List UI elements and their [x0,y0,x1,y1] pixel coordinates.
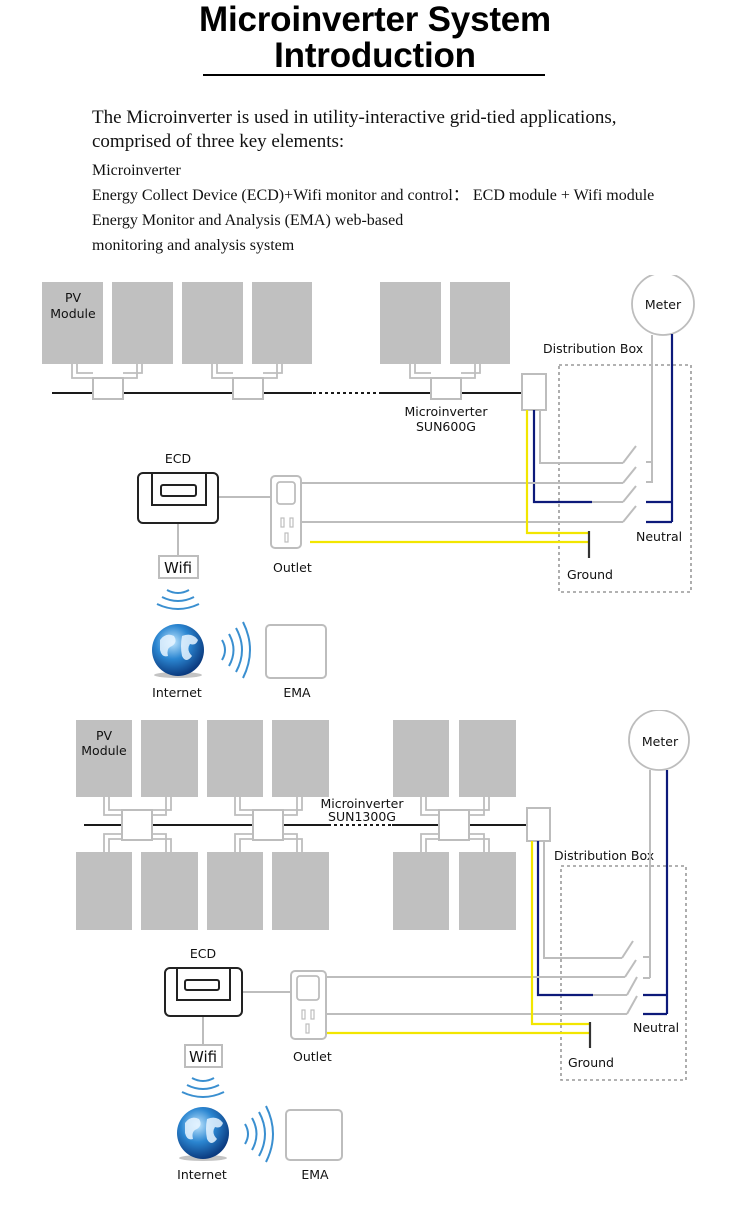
wiring [177,334,674,558]
microinverter [252,809,284,841]
pv-panel [207,852,263,930]
panel-leads [103,797,490,852]
intro-lead-line-2: comprised of three key elements: [92,131,345,152]
meter-label: Meter [645,297,682,312]
microinverter-label: Microinverter [405,404,489,419]
diagram-sun1300g: PV Module Microinverter SUN1300G Meter D… [76,710,690,1182]
diagram-sun600g: PV Module Microinverter SUN600G Meter Di… [42,275,695,700]
wiring [202,770,669,1048]
pv-module-label: Module [50,306,96,321]
neutral-label: Neutral [633,1020,679,1035]
microinverter [121,809,153,841]
intro-item-microinverter: Microinverter [92,162,181,179]
pv-panel [393,852,449,930]
meter [631,275,695,336]
microinverter-model: SUN600G [416,419,476,434]
pv-panel [252,282,312,364]
pv-panel [76,720,132,797]
pv-module-label: Module [81,743,127,758]
page-title: Microinverter System Introduction [0,2,750,74]
ecd-label: ECD [165,451,191,466]
distribution-box [560,865,687,1081]
outlet-label: Outlet [273,560,312,575]
pv-panel [272,852,329,930]
outlet-label: Outlet [293,1049,332,1064]
pv-panel [182,282,243,364]
intro-item-ecd: Energy Collect Device (ECD)+Wifi monitor… [92,187,655,204]
internet-label: Internet [152,685,202,700]
pv-panel [459,720,516,797]
intro-item-ema-1: Energy Monitor and Analysis (EMA) web-ba… [92,212,404,229]
microinverter-model: SUN1300G [328,809,396,824]
wifi-module [184,1044,223,1068]
pv-module-label: PV [65,290,82,305]
meter [628,710,690,771]
internet-globe-icon [152,624,204,678]
wifi-module [158,555,199,579]
pv-module-label: PV [96,728,113,743]
wifi-label: Wifi [164,559,192,577]
title-underline [203,74,545,76]
pv-panel [141,852,198,930]
ground-label: Ground [567,567,613,582]
wireless-signal-icon [244,1105,274,1163]
ground-label: Ground [568,1055,614,1070]
internet-globe-icon [177,1107,229,1161]
title-line-2: Introduction [274,36,476,75]
pv-panel [207,720,263,797]
ema-system [265,624,327,679]
wifi-label: Wifi [189,1048,217,1066]
wifi-signal-icon [156,589,200,610]
ema-label: EMA [283,685,311,700]
microinverter-label: Microinverter [321,796,405,811]
ac-junction-box [521,373,547,411]
title-line-1: Microinverter System [199,0,551,39]
microinverter [430,377,462,400]
microinverter [232,377,264,400]
neutral-label: Neutral [636,529,682,544]
wireless-signal-icon [221,621,251,679]
microinverter [92,377,124,400]
distribution-box-label: Distribution Box [543,341,643,356]
ema-system [285,1109,343,1161]
ema-label: EMA [301,1167,329,1182]
intro-lead-line-1: The Microinverter is used in utility-int… [92,107,617,128]
distribution-box-label: Distribution Box [554,848,654,863]
pv-panel [42,282,103,364]
ac-junction-box [526,807,551,842]
pv-panel [112,282,173,364]
outlet [290,970,327,1040]
ecd-device [137,472,219,524]
wifi-signal-icon [181,1077,225,1098]
ecd-device [164,967,243,1017]
intro-lead: The Microinverter is used in utility-int… [92,106,654,154]
pv-panel [76,852,132,930]
pv-panel [272,720,329,797]
pv-panel [380,282,441,364]
pv-panel [459,852,516,930]
intro-item-ema-2: monitoring and analysis system [92,237,295,254]
intro-text: The Microinverter is used in utility-int… [92,106,654,258]
meter-label: Meter [642,734,679,749]
pv-panel [450,282,510,364]
outlet [270,475,302,549]
ecd-label: ECD [190,946,216,961]
internet-label: Internet [177,1167,227,1182]
panel-leads [71,364,481,379]
distribution-box [558,364,692,593]
pv-panel [141,720,198,797]
microinverter [438,809,470,841]
pv-panel [393,720,449,797]
